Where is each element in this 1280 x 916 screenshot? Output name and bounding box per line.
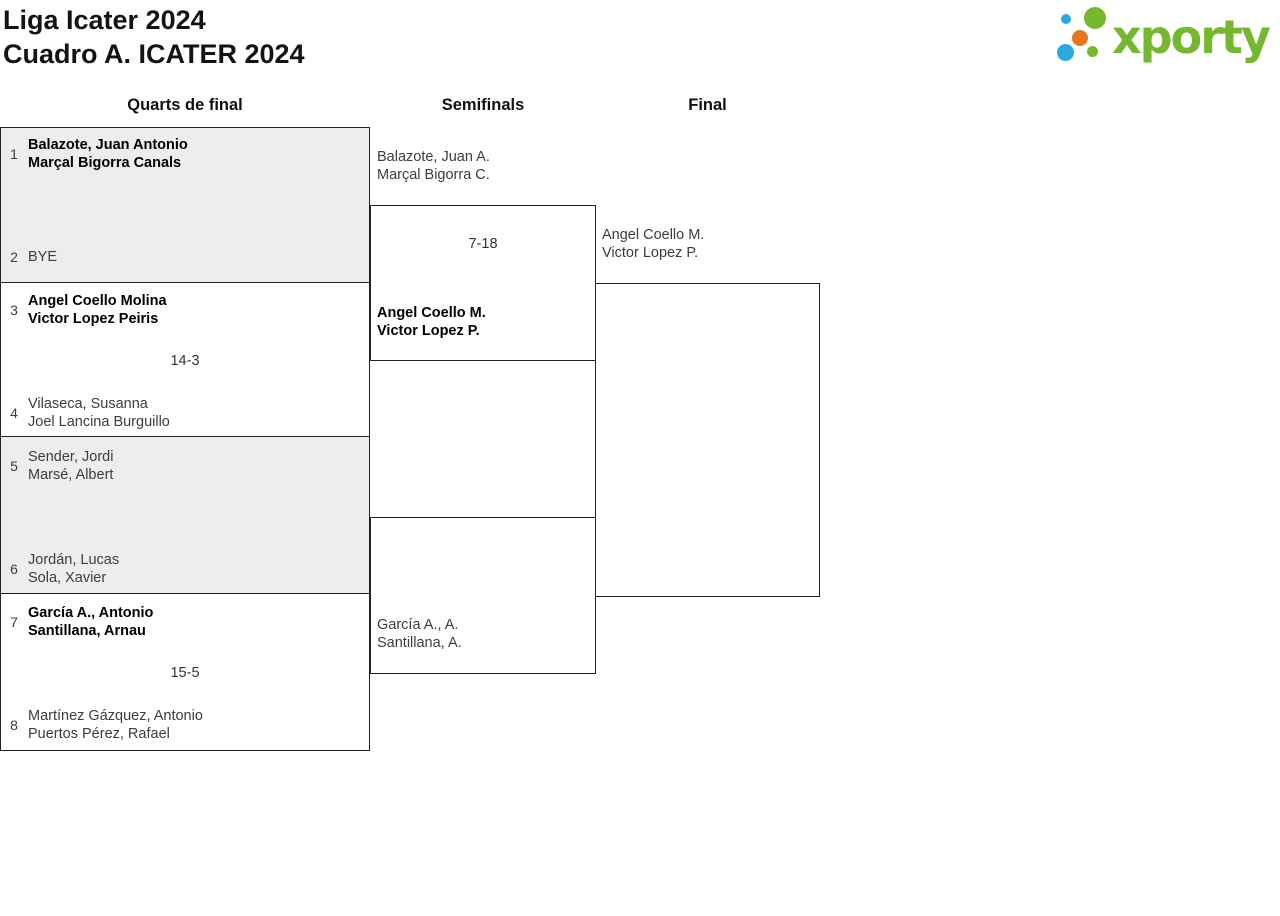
- sf1-team-top: Balazote, Juan A. Marçal Bigorra C.: [377, 148, 490, 184]
- player-name: García A., A.: [377, 617, 459, 633]
- player-name: García A., Antonio: [28, 605, 154, 621]
- player-name: Sola, Xavier: [28, 570, 107, 586]
- qf4-team-top: 7 García A., Antonio Santillana, Arnau: [8, 604, 153, 640]
- player-name: Angel Coello M.: [377, 305, 486, 321]
- player-name: Joel Lancina Burguillo: [28, 414, 170, 430]
- final-match-box: [595, 283, 820, 597]
- sf1-score: 7-18: [468, 236, 498, 252]
- qf-match-4-box: [1, 594, 369, 747]
- tournament-title: Liga Icater 2024: [3, 5, 206, 35]
- logo-dot-green-small-icon: [1087, 46, 1098, 57]
- player-name: Martínez Gázquez, Antonio: [28, 708, 203, 724]
- logo-wordmark: xporty: [1112, 10, 1271, 64]
- qf2-score: 14-3: [170, 353, 200, 369]
- logo-dot-green-big-icon: [1084, 7, 1106, 29]
- player-name: Puertos Pérez, Rafael: [28, 726, 170, 742]
- seed-number: 8: [10, 717, 18, 733]
- player-name: Balazote, Juan Antonio: [28, 137, 188, 153]
- player-name: Santillana, Arnau: [28, 623, 146, 639]
- qf3-team-top: 5 Sender, Jordi Marsé, Albert: [8, 448, 113, 484]
- player-name: Santillana, A.: [377, 635, 462, 651]
- page-title: Liga Icater 2024 Cuadro A. ICATER 2024: [3, 3, 305, 71]
- final-team-top: Angel Coello M. Victor Lopez P.: [602, 226, 704, 262]
- sf2-team-bottom: García A., A. Santillana, A.: [377, 616, 462, 652]
- player-name: Angel Coello M.: [602, 227, 705, 243]
- player-name: Marçal Bigorra C.: [377, 167, 490, 183]
- qf4-score: 15-5: [170, 665, 200, 681]
- qf4-team-bottom: 8 Martínez Gázquez, Antonio Puertos Pére…: [8, 707, 203, 743]
- qf2-team-top: 3 Angel Coello Molina Victor Lopez Peiri…: [8, 292, 167, 328]
- seed-number: 5: [10, 458, 18, 474]
- player-name: Victor Lopez Peiris: [28, 311, 159, 327]
- qf2-team-bottom: 4 Vilaseca, Susanna Joel Lancina Burguil…: [8, 395, 170, 431]
- player-name: Vilaseca, Susanna: [28, 396, 148, 412]
- round-label-quarterfinals: Quarts de final: [127, 96, 243, 114]
- seed-number: 3: [10, 302, 18, 318]
- qf3-team-bottom: 6 Jordán, Lucas Sola, Xavier: [8, 551, 119, 587]
- seed-number: 6: [10, 561, 18, 577]
- logo-dot-blue-small-icon: [1061, 14, 1071, 24]
- player-name: Balazote, Juan A.: [377, 149, 490, 165]
- qf1-team-bottom: 2 BYE: [8, 248, 57, 266]
- player-name: Angel Coello Molina: [28, 293, 167, 309]
- round-label-semifinals: Semifinals: [441, 96, 525, 114]
- player-name: Victor Lopez P.: [602, 245, 699, 261]
- player-name: Jordán, Lucas: [28, 552, 120, 568]
- seed-number: 2: [10, 249, 18, 265]
- player-name: Marsé, Albert: [28, 467, 114, 483]
- qf-match-3-box: [1, 437, 369, 594]
- seed-number: 1: [10, 146, 18, 162]
- qf1-team-top: 1 Balazote, Juan Antonio Marçal Bigorra …: [8, 136, 188, 172]
- logo-dot-blue-big-icon: [1057, 44, 1074, 61]
- xporty-logo[interactable]: xporty: [1050, 6, 1276, 70]
- player-name: Sender, Jordi: [28, 449, 114, 465]
- seed-number: 4: [10, 405, 18, 421]
- seed-number: 7: [10, 614, 18, 630]
- player-name: Marçal Bigorra Canals: [28, 155, 182, 171]
- player-name: BYE: [28, 249, 58, 265]
- quarterfinals-column: [0, 127, 370, 751]
- qf-match-1-box: [1, 128, 369, 283]
- logo-dot-orange-icon: [1072, 30, 1088, 46]
- player-name: Victor Lopez P.: [377, 323, 480, 339]
- bracket-subtitle: Cuadro A. ICATER 2024: [3, 39, 305, 69]
- sf1-team-bottom: Angel Coello M. Victor Lopez P.: [377, 304, 486, 340]
- qf-match-2-box: [1, 283, 369, 437]
- round-label-final: Final: [688, 96, 727, 114]
